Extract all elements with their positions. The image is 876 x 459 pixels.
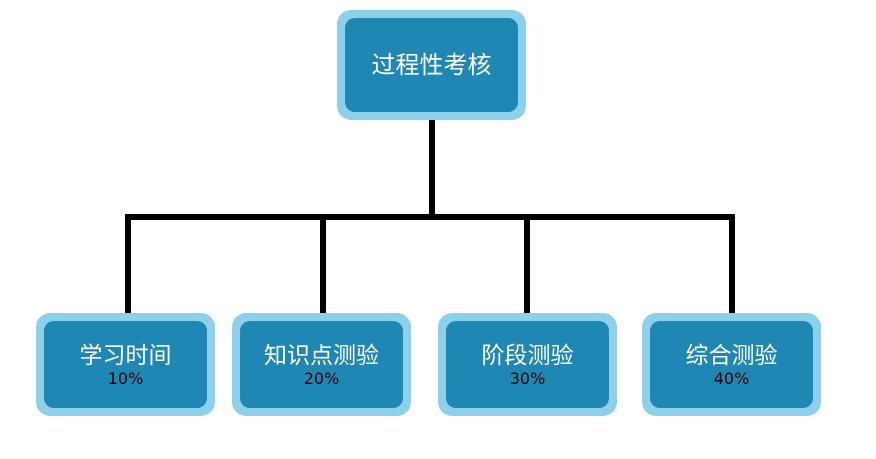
child-node-weight: 10% [107,368,144,388]
child-node-label: 综合测验 [685,342,778,369]
child-node-weight: 30% [509,368,546,388]
child-node-box: 阶段测验 30% [446,321,609,408]
child-node-box: 学习时间 10% [44,321,207,408]
child-node-stage-test: 阶段测验 30% [438,313,617,416]
child-node-weight: 20% [303,368,340,388]
child-node-comprehensive-test: 综合测验 40% [642,313,821,416]
child-node-box: 知识点测验 20% [240,321,403,408]
child-node-weight: 40% [713,368,750,388]
root-node: 过程性考核 [337,10,526,120]
root-node-label: 过程性考核 [371,51,492,79]
root-node-box: 过程性考核 [345,18,518,112]
child-node-box: 综合测验 40% [650,321,813,408]
child-node-study-time: 学习时间 10% [36,313,215,416]
child-node-label: 知识点测验 [264,342,379,369]
child-node-knowledge-quiz: 知识点测验 20% [232,313,411,416]
child-node-label: 阶段测验 [481,342,574,369]
child-node-label: 学习时间 [79,342,172,369]
